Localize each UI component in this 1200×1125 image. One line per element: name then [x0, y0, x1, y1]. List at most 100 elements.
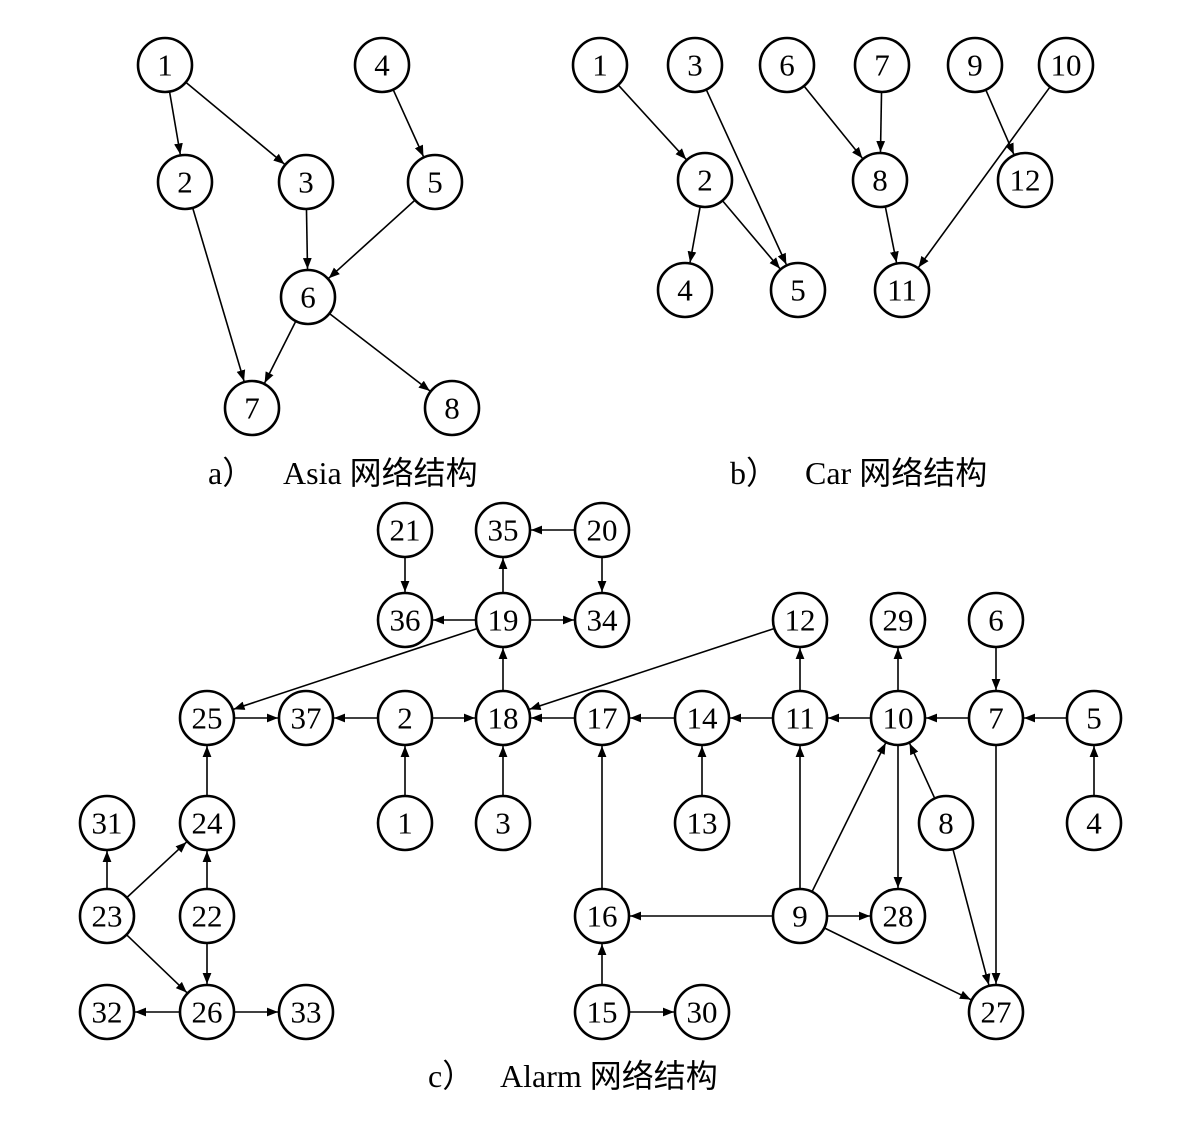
alarm-node-circle-3 — [474, 794, 532, 852]
asia-edge-4-to-5 — [392, 89, 425, 157]
car-node-8: 8 — [851, 151, 909, 209]
alarm-node-circle-6 — [967, 591, 1025, 649]
car-node-circle-7 — [853, 36, 911, 94]
asia-node-circle-2 — [156, 153, 214, 211]
asia-edge-1-to-2 — [168, 91, 183, 155]
alarm-node-28: 28 — [869, 887, 927, 945]
alarm-node-circle-17 — [573, 689, 631, 747]
alarm-node-circle-25 — [178, 689, 236, 747]
car-node-label-12: 12 — [1010, 163, 1041, 198]
car-node-label-3: 3 — [687, 48, 703, 83]
asia-node-circle-1 — [136, 36, 194, 94]
asia-node-3: 3 — [277, 153, 335, 211]
alarm-node-label-23: 23 — [92, 899, 123, 934]
alarm-node-9: 9 — [771, 887, 829, 945]
car-node-12: 12 — [996, 151, 1054, 209]
alarm-node-label-11: 11 — [785, 701, 815, 736]
asia-node-label-6: 6 — [300, 280, 316, 315]
asia-edge-6-to-8 — [328, 312, 431, 392]
alarm-node-label-5: 5 — [1086, 701, 1102, 736]
alarm-node-label-34: 34 — [587, 603, 619, 638]
alarm-node-circle-24 — [178, 794, 236, 852]
alarm-node-circle-37 — [277, 689, 335, 747]
alarm-node-label-3: 3 — [495, 806, 511, 841]
alarm-node-label-19: 19 — [488, 603, 519, 638]
alarm-node-circle-30 — [673, 983, 731, 1041]
alarm-node-label-27: 27 — [981, 995, 1012, 1030]
asia-edge-2-to-7 — [191, 207, 246, 382]
alarm-edge-9-to-10 — [811, 742, 887, 893]
alarm-edge-9-to-27 — [823, 927, 972, 1001]
alarm-node-2: 2 — [376, 689, 434, 747]
alarm-node-25: 25 — [178, 689, 236, 747]
alarm-node-3: 3 — [474, 794, 532, 852]
alarm-node-circle-11 — [771, 689, 829, 747]
alarm-node-12: 12 — [771, 591, 829, 649]
alarm-node-circle-13 — [673, 794, 731, 852]
alarm-node-17: 17 — [573, 689, 631, 747]
caption-b-text: Car 网络结构 — [805, 455, 987, 491]
car-node-circle-6 — [758, 36, 816, 94]
alarm-node-label-37: 37 — [291, 701, 322, 736]
alarm-node-circle-29 — [869, 591, 927, 649]
alarm-node-circle-23 — [78, 887, 136, 945]
alarm-node-circle-36 — [376, 591, 434, 649]
car-node-11: 11 — [873, 261, 931, 319]
alarm-edge-12-to-18 — [529, 627, 775, 710]
alarm-node-26: 26 — [178, 983, 236, 1041]
alarm-node-34: 34 — [573, 591, 631, 649]
alarm-node-circle-7 — [967, 689, 1025, 747]
alarm-node-circle-32 — [78, 983, 136, 1041]
car-node-circle-8 — [851, 151, 909, 209]
car-node-6: 6 — [758, 36, 816, 94]
alarm-node-label-13: 13 — [687, 806, 718, 841]
caption-a-text: Asia 网络结构 — [283, 455, 478, 491]
car-node-4: 4 — [656, 261, 714, 319]
asia-node-label-5: 5 — [427, 165, 443, 200]
alarm-node-16: 16 — [573, 887, 631, 945]
alarm-edge-19-to-25 — [233, 627, 478, 710]
alarm-node-label-20: 20 — [587, 513, 618, 548]
alarm-node-15: 15 — [573, 983, 631, 1041]
alarm-node-label-22: 22 — [192, 899, 223, 934]
alarm-node-22: 22 — [178, 887, 236, 945]
alarm-node-29: 29 — [869, 591, 927, 649]
car-edge-6-to-8 — [803, 85, 864, 159]
car-node-label-9: 9 — [967, 48, 983, 83]
car-node-label-1: 1 — [592, 48, 608, 83]
alarm-node-circle-20 — [573, 501, 631, 559]
car-node-label-8: 8 — [872, 163, 888, 198]
alarm-node-label-7: 7 — [988, 701, 1004, 736]
alarm-node-circle-27 — [967, 983, 1025, 1041]
alarm-node-31: 31 — [78, 794, 136, 852]
alarm-node-label-36: 36 — [390, 603, 421, 638]
asia-node-7: 7 — [223, 379, 281, 437]
car-node-circle-3 — [666, 36, 724, 94]
alarm-edge-23-to-24 — [126, 841, 188, 899]
alarm-node-13: 13 — [673, 794, 731, 852]
alarm-node-label-9: 9 — [792, 899, 808, 934]
asia-edge-5-to-6 — [328, 199, 416, 279]
car-node-circle-10 — [1037, 36, 1095, 94]
alarm-node-label-10: 10 — [883, 701, 914, 736]
alarm-node-label-25: 25 — [192, 701, 223, 736]
alarm-node-label-29: 29 — [883, 603, 914, 638]
car-node-label-11: 11 — [887, 273, 917, 308]
alarm-node-label-6: 6 — [988, 603, 1004, 638]
caption-c-text: Alarm 网络结构 — [500, 1058, 718, 1094]
alarm-node-label-4: 4 — [1086, 806, 1102, 841]
alarm-node-label-15: 15 — [587, 995, 618, 1030]
asia-node-circle-5 — [406, 153, 464, 211]
alarm-node-10: 10 — [869, 689, 927, 747]
car-node-circle-9 — [946, 36, 1004, 94]
alarm-node-19: 19 — [474, 591, 532, 649]
car-node-label-6: 6 — [779, 48, 795, 83]
asia-node-label-3: 3 — [298, 165, 314, 200]
car-edge-2-to-5 — [721, 200, 781, 270]
car-node-3: 3 — [666, 36, 724, 94]
asia-node-circle-3 — [277, 153, 335, 211]
alarm-node-label-28: 28 — [883, 899, 914, 934]
alarm-node-circle-10 — [869, 689, 927, 747]
alarm-node-4: 4 — [1065, 794, 1123, 852]
